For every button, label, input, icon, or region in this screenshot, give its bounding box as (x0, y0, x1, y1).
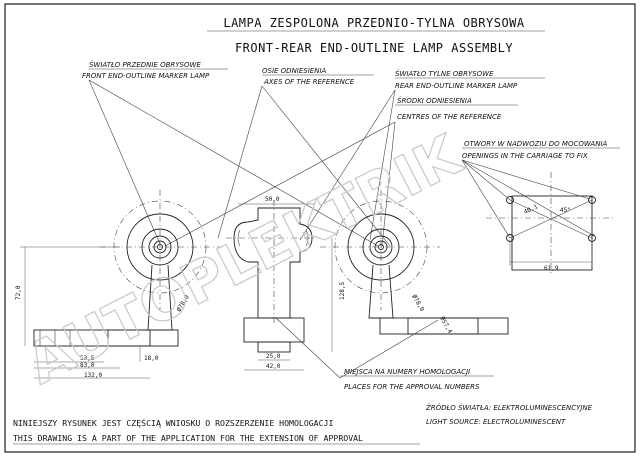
callout-source-en: LIGHT SOURCE: ELECTROLUMINESCENT (426, 418, 566, 426)
footer-note-pl: NINIEJSZY RYSUNEK JEST CZĘŚCIĄ WNIOSKU O… (13, 417, 333, 428)
callout-approval-en: PLACES FOR THE APPROVAL NUMBERS (344, 383, 480, 391)
watermark: AUTOPLEKTRIK (17, 122, 474, 398)
dim-61-9: 61,9 (544, 265, 559, 272)
dim-18: 18,0 (144, 355, 159, 362)
callout-rear-lamp-en: REAR END-OUTLINE MARKER LAMP (395, 82, 518, 90)
dim-128-5: 128,5 (339, 282, 346, 300)
footer-note-en: THIS DRAWING IS A PART OF THE APPLICATIO… (13, 433, 363, 443)
callout-centres-en: CENTRES OF THE REFERENCE (397, 113, 502, 121)
callout-approval-pl: MIEJSCA NA NUMERY HOMOLOGACJI (344, 368, 470, 376)
callout-front-lamp-pl: ŚWIATŁO PRZEDNIE OBRYSOWE (89, 60, 201, 69)
side-view: 50,0 25,0 42,0 128,5 (226, 196, 346, 371)
callout-holes-en: OPENINGS IN THE CARRIAGE TO FIX (462, 152, 588, 160)
callout-source-pl: ŹRÓDŁO ŚWIATŁA: ELEKTROLUMINESCENCYJNE (425, 403, 593, 412)
dim-132: 132,0 (84, 372, 102, 379)
leader-lines (88, 79, 595, 379)
dim-83: 83,0 (80, 362, 95, 369)
title-english: FRONT-REAR END-OUTLINE LAMP ASSEMBLY (235, 41, 513, 55)
dim-phi-rear1: Ø78,0 (410, 294, 425, 313)
drawing-frame (4, 3, 636, 453)
dim-45: 45° (560, 207, 571, 214)
mounting-holes-detail: 61,9 40,1 45° (486, 172, 614, 276)
dim-25: 25,0 (266, 353, 281, 360)
dim-53-5: 53,5 (80, 355, 95, 362)
title-polish: LAMPA ZESPOLONA PRZEDNIO-TYLNA OBRYSOWA (223, 16, 525, 30)
callout-front-lamp-en: FRONT END-OUTLINE MARKER LAMP (82, 72, 210, 80)
callout-axes-pl: OSIE ODNIESIENIA (262, 67, 327, 75)
front-lamp-view: 72,0 53,5 83,0 132,0 18,0 Ø78,0 (15, 190, 220, 379)
dim-72: 72,0 (15, 285, 22, 300)
callout-rear-lamp-pl: ŚWIATŁO TYLNE OBRYSOWE (395, 69, 494, 78)
dim-40-1: 40,1 (523, 203, 539, 216)
callout-holes-pl: OTWORY W NADWOZIU DO MOCOWANIA (464, 140, 608, 148)
callout-axes-en: AXES OF THE REFERENCE (263, 78, 355, 86)
dim-50: 50,0 (265, 196, 280, 203)
dim-42: 42,0 (266, 363, 281, 370)
callout-centres-pl: ŚRODKI ODNIESIENIA (397, 96, 472, 105)
